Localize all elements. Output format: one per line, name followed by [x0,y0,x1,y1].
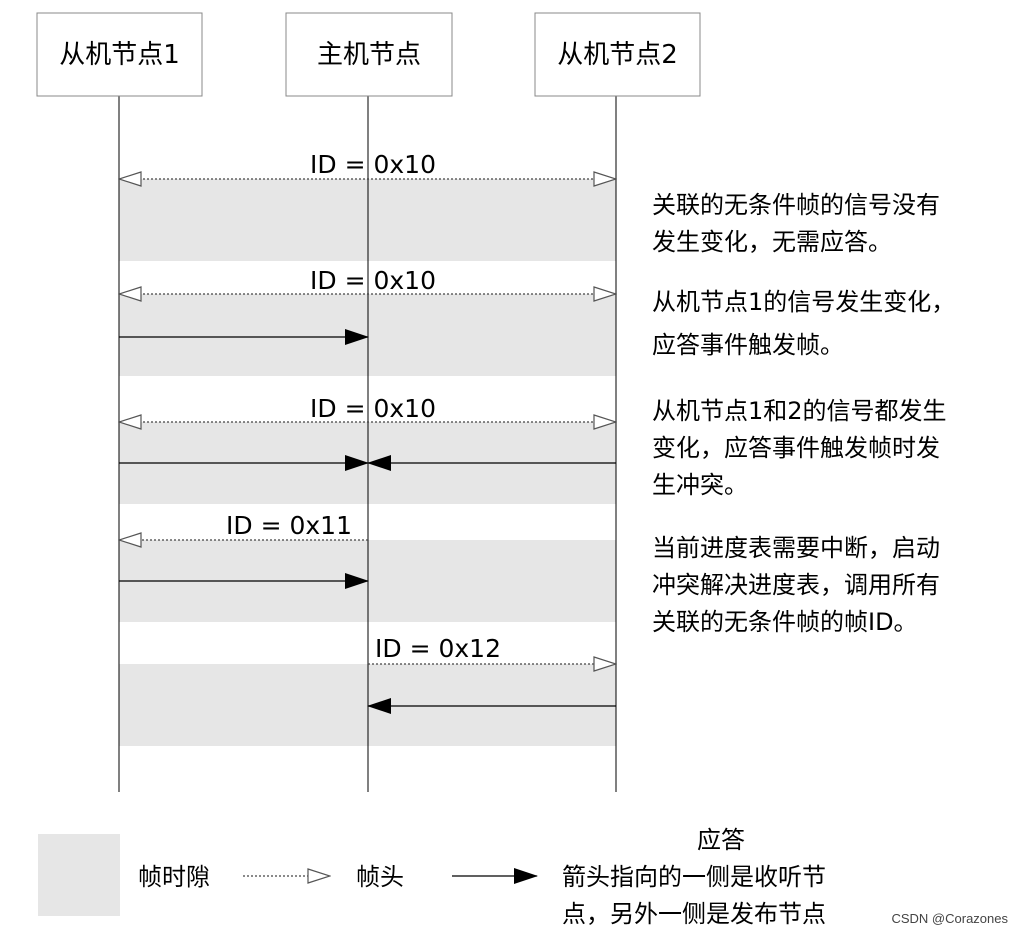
frame-5-id-label: ID = 0x12 [375,634,501,663]
frame-2-note-line: 应答事件触发帧。 [652,331,844,359]
legend-header-label: 帧头 [356,863,404,891]
frame-2-id-label: ID = 0x10 [310,266,436,295]
node-master: 主机节点 [285,12,453,97]
legend-slot-swatch [38,834,120,916]
frame-1-note: 关联的无条件帧的信号没有 发生变化，无需应答。 [652,191,940,256]
frame-1-note-line: 发生变化，无需应答。 [652,228,892,256]
legend-response-desc-line: 箭头指向的一侧是收听节 [562,863,826,891]
frame-3-note-line: 生冲突。 [652,471,748,499]
node-slave-2-label: 从机节点2 [557,40,678,70]
frame-3-note-line: 从机节点1和2的信号都发生 [652,397,947,425]
frame-4-note-line: 关联的无条件帧的帧ID。 [652,608,918,636]
frame-2-note-line: 从机节点1的信号发生变化， [652,288,955,316]
frame-4-note: 当前进度表需要中断，启动 冲突解决进度表，调用所有 关联的无条件帧的帧ID。 [652,534,940,636]
node-master-label: 主机节点 [317,40,421,70]
frame-4-id-label: ID = 0x11 [226,511,352,540]
node-slave-1-label: 从机节点1 [59,40,180,70]
frame-4-note-line: 当前进度表需要中断，启动 [652,534,940,562]
frame-4-note-line: 冲突解决进度表，调用所有 [652,571,940,599]
legend: 帧时隙 帧头 应答 箭头指向的一侧是收听节 点，另外一侧是发布节点 [38,826,826,928]
frame-1-note-line: 关联的无条件帧的信号没有 [652,191,940,219]
frame-2-note: 从机节点1的信号发生变化， 应答事件触发帧。 [652,288,955,359]
frame-3-note: 从机节点1和2的信号都发生 变化，应答事件触发帧时发 生冲突。 [652,397,947,499]
legend-slot-label: 帧时隙 [138,863,210,891]
frame-3-note-line: 变化，应答事件触发帧时发 [652,434,940,462]
frame-3-id-label: ID = 0x10 [310,394,436,423]
node-slave-2: 从机节点2 [534,12,701,97]
legend-response-title: 应答 [697,826,745,854]
frame-1-id-label: ID = 0x10 [310,150,436,179]
node-slave-1: 从机节点1 [36,12,203,97]
watermark: CSDN @Corazones [891,911,1008,926]
frame-slot-4b [368,540,616,622]
legend-response-desc-line: 点，另外一侧是发布节点 [562,900,826,928]
